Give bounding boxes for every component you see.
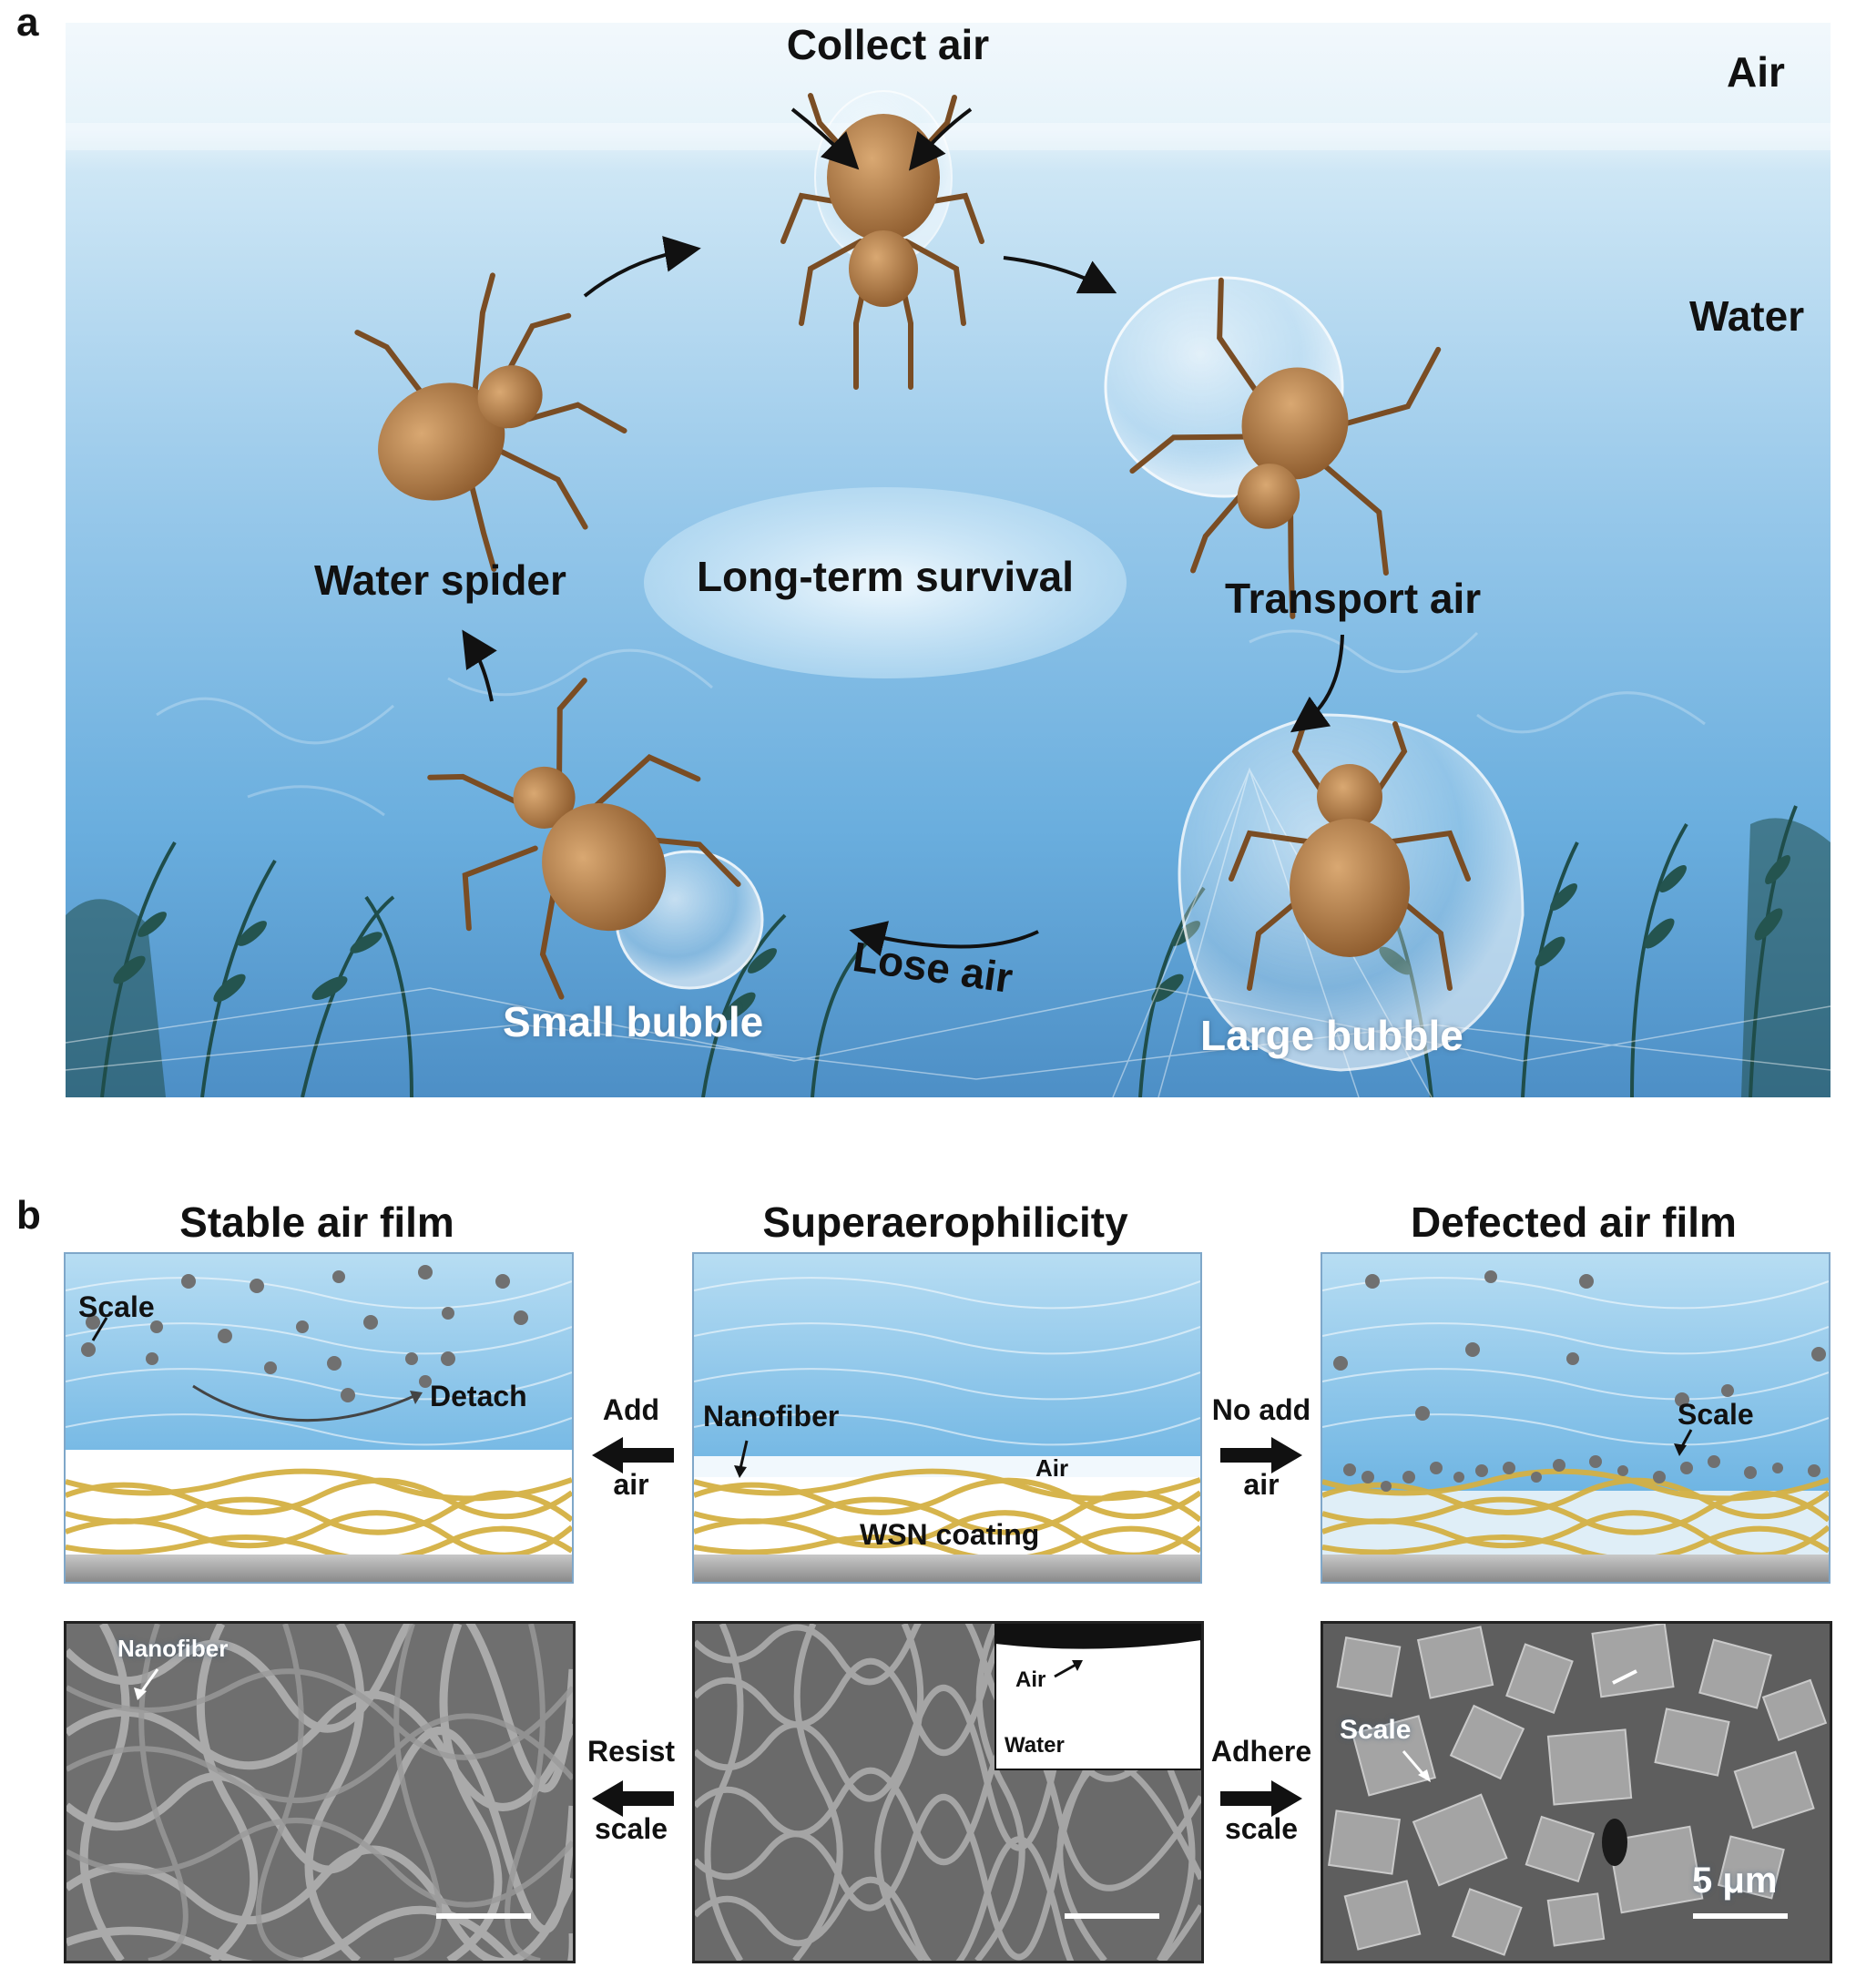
sem-stable-air-film: Nanofiber — [64, 1621, 576, 1963]
label-inset-water: Water — [1004, 1733, 1065, 1758]
label-no-add-air-2: air — [1243, 1468, 1280, 1501]
label-no-add-air-1: No add — [1211, 1393, 1311, 1426]
panel-b-letter: b — [16, 1193, 41, 1238]
label-wsn-coating: WSN coating — [860, 1518, 1040, 1551]
schematic-defected-air-film: Scale — [1321, 1252, 1831, 1584]
label-air: Air — [1727, 48, 1785, 96]
title-defected-air-film: Defected air film — [1411, 1198, 1737, 1246]
label-scale-sem: Scale — [1340, 1715, 1412, 1745]
label-nanofiber-top: Nanofiber — [703, 1400, 840, 1432]
panel-a-illustration — [66, 23, 1831, 1097]
label-resist-scale-2: scale — [594, 1812, 668, 1845]
label-water-spider: Water spider — [314, 556, 566, 604]
underwater-scene — [66, 23, 1831, 1097]
label-transport-air: Transport air — [1225, 575, 1482, 622]
sem-defected-air-film: Scale 5 μm — [1321, 1621, 1832, 1963]
spider-bottom-left — [427, 678, 741, 1000]
arrow-left-add-air — [592, 1437, 674, 1473]
label-water: Water — [1689, 292, 1805, 340]
label-small-bubble: Small bubble — [503, 998, 764, 1045]
label-detach: Detach — [430, 1380, 527, 1412]
label-add-air-2: air — [613, 1468, 649, 1501]
arrow-left-resist-scale — [592, 1780, 674, 1817]
label-collect-air: Collect air — [786, 21, 990, 68]
label-large-bubble: Large bubble — [1200, 1012, 1463, 1059]
label-resist-scale-1: Resist — [586, 1735, 676, 1768]
title-stable-air-film: Stable air film — [179, 1198, 454, 1246]
sem-superaerophilicity: Air Water — [692, 1621, 1204, 1963]
label-long-term-survival: Long-term survival — [696, 553, 1075, 600]
spider-bottom-right — [1229, 721, 1471, 991]
label-air-film: Air — [1035, 1454, 1069, 1482]
label-scale-left: Scale — [78, 1290, 155, 1323]
label-inset-air: Air — [1015, 1667, 1046, 1692]
scale-bar-right — [1693, 1913, 1788, 1919]
label-scale-right: Scale — [1678, 1398, 1754, 1431]
schematic-superaerophilicity: Nanofiber Air WSN coating — [692, 1252, 1202, 1584]
panel-a-letter: a — [16, 0, 39, 45]
label-scale-bar-text: 5 μm — [1692, 1861, 1778, 1901]
arrow-right-no-add-air — [1220, 1437, 1302, 1473]
label-add-air-1: Add — [602, 1393, 660, 1426]
label-adhere-scale-2: scale — [1224, 1812, 1299, 1845]
schematic-stable-air-film: Scale Detach — [64, 1252, 574, 1584]
spider-right — [1129, 277, 1442, 619]
arrow-right-adhere-scale — [1220, 1780, 1302, 1817]
scale-bar-left — [436, 1913, 531, 1919]
label-adhere-scale-1: Adhere — [1210, 1735, 1312, 1768]
cycle-arrows — [462, 107, 1344, 957]
scale-bar-center — [1065, 1913, 1159, 1919]
label-nanofiber-sem: Nanofiber — [117, 1635, 229, 1662]
spider-left — [354, 272, 627, 572]
title-superaerophilicity: Superaerophilicity — [762, 1198, 1128, 1246]
survival-ellipse — [644, 487, 1127, 678]
